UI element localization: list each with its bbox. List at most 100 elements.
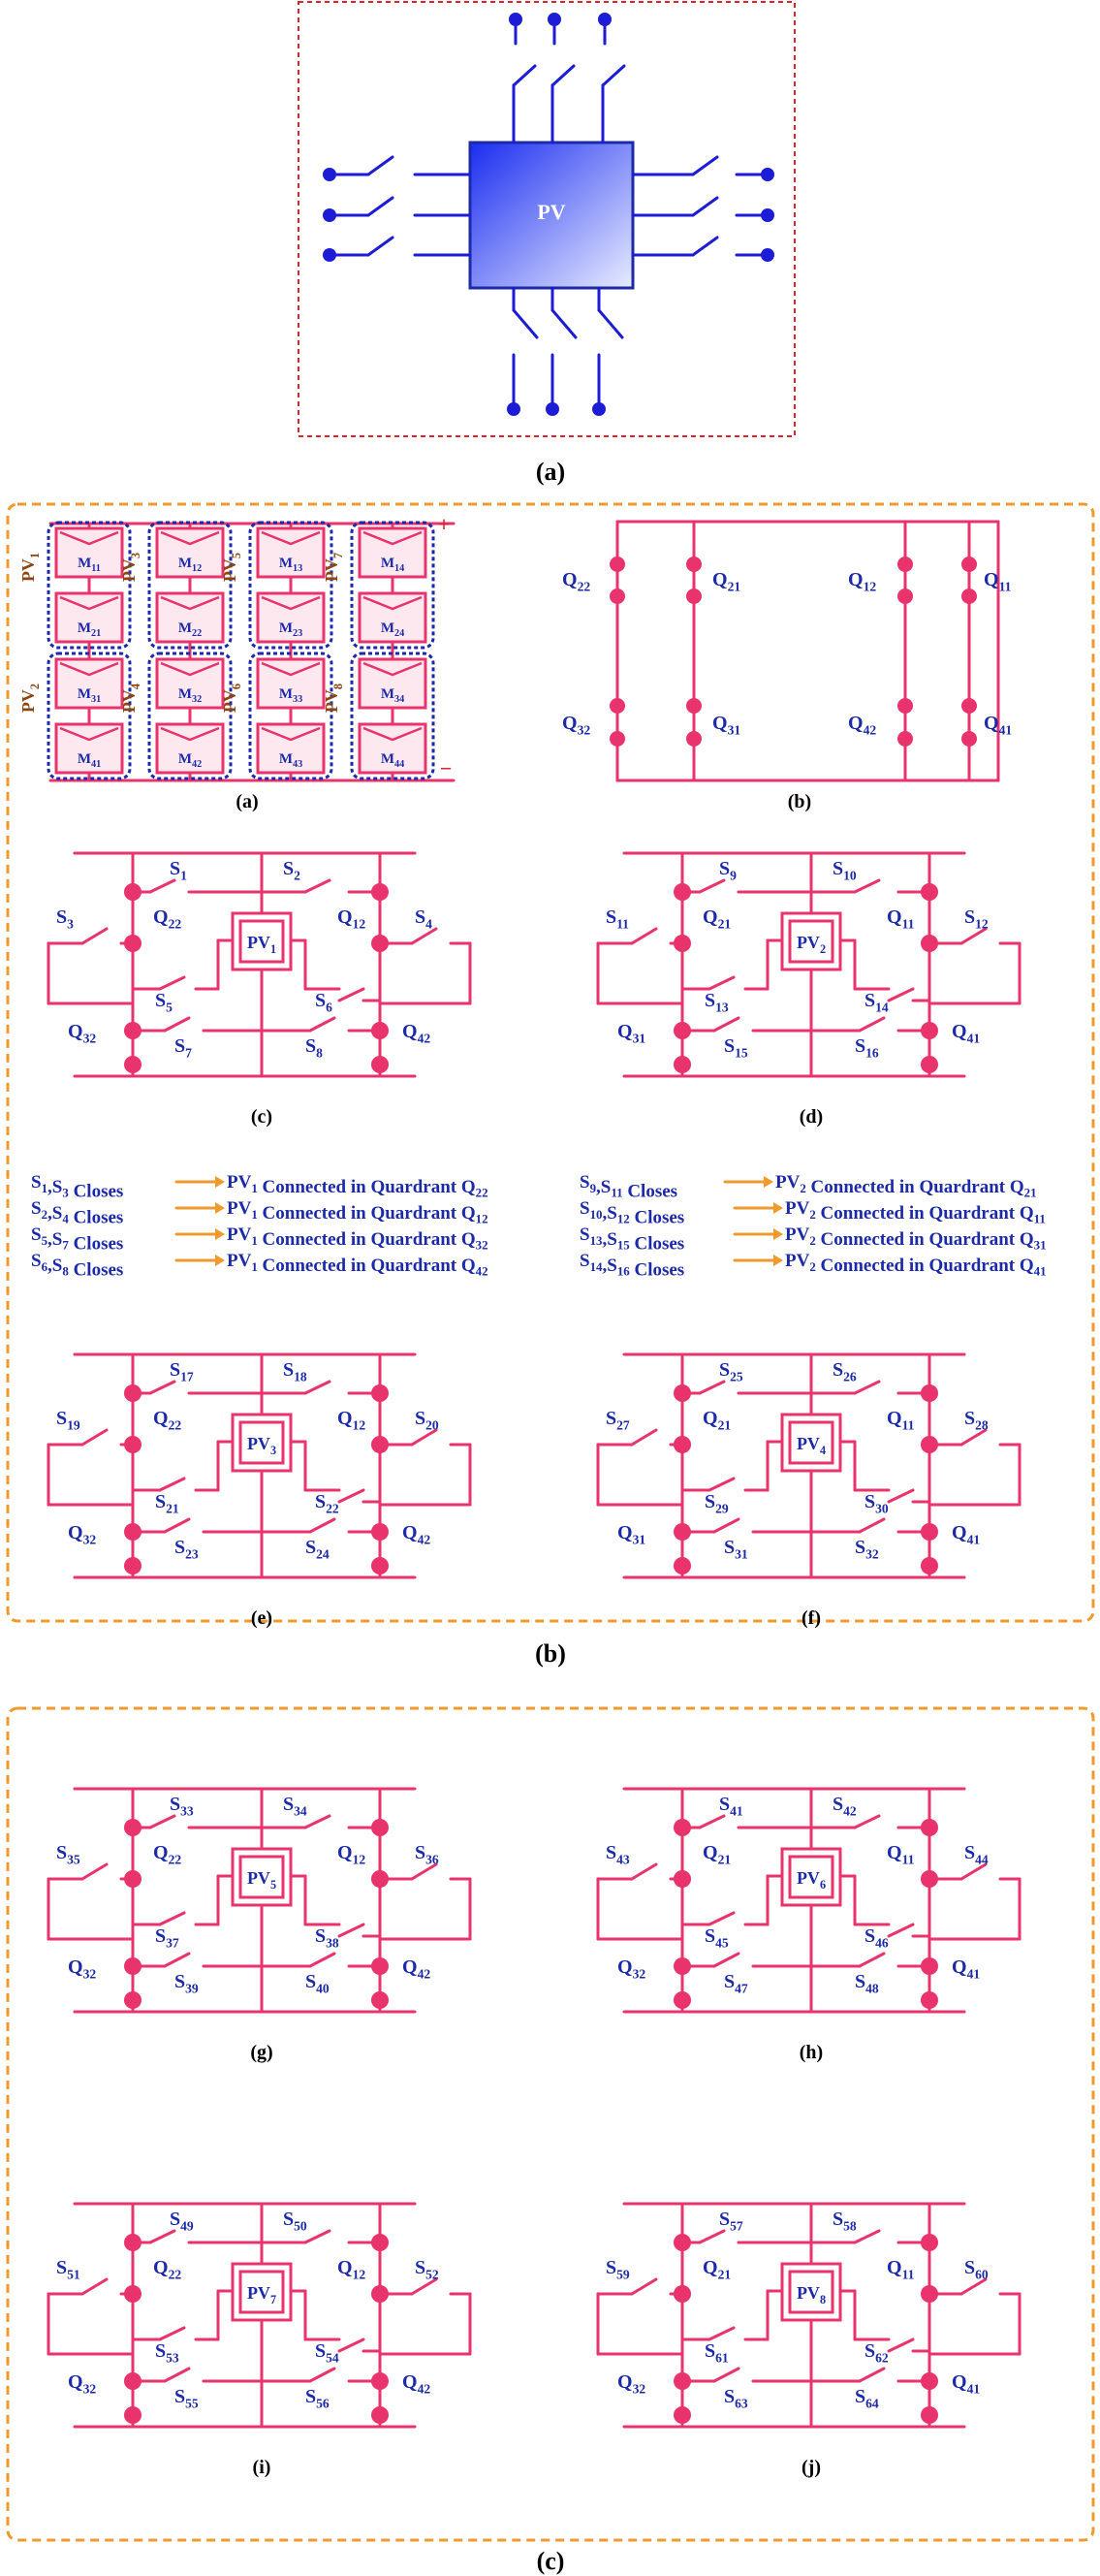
label-sub: 46 bbox=[875, 1936, 889, 1951]
right-switch bbox=[631, 196, 774, 222]
pv-inner-box bbox=[238, 1420, 285, 1465]
legend-arrow-head bbox=[773, 1202, 783, 1214]
legend-main: S bbox=[580, 1198, 590, 1219]
switch-blade bbox=[858, 2367, 886, 2383]
label-main: S bbox=[170, 1794, 180, 1815]
node-dot bbox=[921, 1056, 938, 1073]
label-sub: 47 bbox=[735, 1982, 748, 1996]
module-symbol bbox=[261, 595, 321, 611]
label-main: Q bbox=[337, 1842, 353, 1863]
quad-label: Q22 bbox=[562, 569, 590, 594]
quad-label: Q12 bbox=[848, 569, 876, 594]
label-sub: 61 bbox=[715, 2351, 729, 2366]
node-dot bbox=[897, 698, 913, 714]
label-main: PV bbox=[322, 689, 341, 713]
legend-switches: S2,S4 Closes bbox=[31, 1198, 123, 1228]
switch-blade bbox=[707, 1911, 736, 1926]
label-sub: 22 bbox=[192, 628, 202, 639]
label-main: S bbox=[606, 2257, 616, 2278]
label-main: S bbox=[283, 1359, 294, 1381]
label-sub: 50 bbox=[294, 2219, 307, 2234]
legend-main: Q bbox=[1020, 1229, 1034, 1250]
label-main: Q bbox=[402, 1021, 418, 1042]
quadrant-label: Q32 bbox=[68, 1522, 96, 1547]
label-main: Q bbox=[617, 1021, 633, 1042]
legend-main: S bbox=[607, 1229, 617, 1250]
pv-module: M14 bbox=[358, 526, 427, 579]
label-sub: 22 bbox=[578, 580, 591, 594]
switch-label: S16 bbox=[855, 1035, 879, 1061]
node-dot bbox=[674, 1991, 691, 2009]
label-sub: 41 bbox=[967, 1967, 981, 1982]
label-main: Q bbox=[703, 2257, 718, 2278]
top-switch bbox=[509, 13, 537, 144]
label-main: S bbox=[315, 990, 326, 1011]
module-box bbox=[155, 722, 225, 775]
node-dot bbox=[548, 13, 561, 26]
top-switch bbox=[548, 13, 576, 144]
node-dot bbox=[371, 1557, 389, 1574]
quadrant-label: Q32 bbox=[617, 1956, 645, 1982]
quadrant-label: Q32 bbox=[68, 1021, 96, 1046]
switch-blade bbox=[550, 308, 578, 339]
array-minus: − bbox=[440, 756, 453, 780]
switch-blade bbox=[630, 927, 658, 945]
node-dot bbox=[124, 1991, 141, 2009]
label-main: Q bbox=[562, 713, 578, 734]
node-dot bbox=[509, 13, 522, 26]
quadrant-label: Q22 bbox=[153, 906, 181, 932]
quadrant-label: Q42 bbox=[402, 1021, 430, 1046]
label-sub: 13 bbox=[293, 563, 302, 574]
switch-blade bbox=[158, 2326, 186, 2341]
label-main: M bbox=[279, 751, 293, 767]
label-main: Q bbox=[887, 906, 902, 928]
module-box bbox=[358, 722, 427, 775]
legend-main: loses bbox=[86, 1208, 123, 1228]
module-label: M44 bbox=[381, 751, 404, 770]
module-symbol bbox=[362, 595, 423, 611]
switch-blade bbox=[853, 878, 881, 894]
label-sub: 23 bbox=[293, 628, 302, 639]
label-main: S bbox=[705, 1925, 715, 1947]
label-main: PV bbox=[322, 558, 341, 582]
switch-blade bbox=[148, 1380, 176, 1395]
switch-label: S13 bbox=[705, 990, 729, 1015]
label-main: PV bbox=[220, 558, 239, 582]
quadrant-label: Q22 bbox=[153, 1408, 181, 1433]
label-sub: 24 bbox=[394, 628, 404, 639]
label-main: Q bbox=[952, 2371, 967, 2393]
label-sub: 62 bbox=[875, 2351, 889, 2366]
legend-sub: 1 bbox=[42, 1181, 47, 1195]
caption-top-a: (a) bbox=[536, 458, 565, 486]
label-sub: 36 bbox=[425, 1853, 439, 1867]
legend-sub: 3 bbox=[62, 1186, 69, 1200]
pv-inner-box bbox=[238, 2270, 285, 2314]
legend-text: PV2 Connected in Quardrant Q31 bbox=[785, 1224, 1047, 1253]
circuit-caption: (f) bbox=[801, 1607, 821, 1629]
quadrant-label: Q42 bbox=[402, 1522, 430, 1547]
switch-blade bbox=[148, 878, 176, 894]
label-main: Q bbox=[848, 569, 864, 590]
label-main: S bbox=[174, 2386, 185, 2407]
label-sub: 3 bbox=[67, 917, 74, 932]
module-box bbox=[54, 591, 124, 644]
label-sub: 39 bbox=[185, 1982, 199, 1996]
label-sub: 40 bbox=[316, 1982, 330, 1996]
quadrant-label: Q42 bbox=[402, 2371, 430, 2397]
switch-label: S4 bbox=[415, 906, 432, 932]
label-main: Q bbox=[887, 2257, 902, 2278]
legend-main: C bbox=[634, 1260, 647, 1281]
left-switch bbox=[323, 155, 472, 181]
switch-blade bbox=[712, 1517, 740, 1534]
label-main: Q bbox=[153, 2257, 169, 2278]
legend-sub: 14 bbox=[590, 1259, 603, 1274]
legend-main: S bbox=[31, 1251, 42, 1271]
label-main: PV bbox=[18, 689, 38, 713]
switch-label: S64 bbox=[855, 2386, 879, 2411]
legend-main: onnected in bbox=[824, 1177, 919, 1197]
switch-blade bbox=[691, 155, 719, 176]
node-dot bbox=[761, 208, 774, 222]
module-label: M12 bbox=[178, 556, 202, 574]
